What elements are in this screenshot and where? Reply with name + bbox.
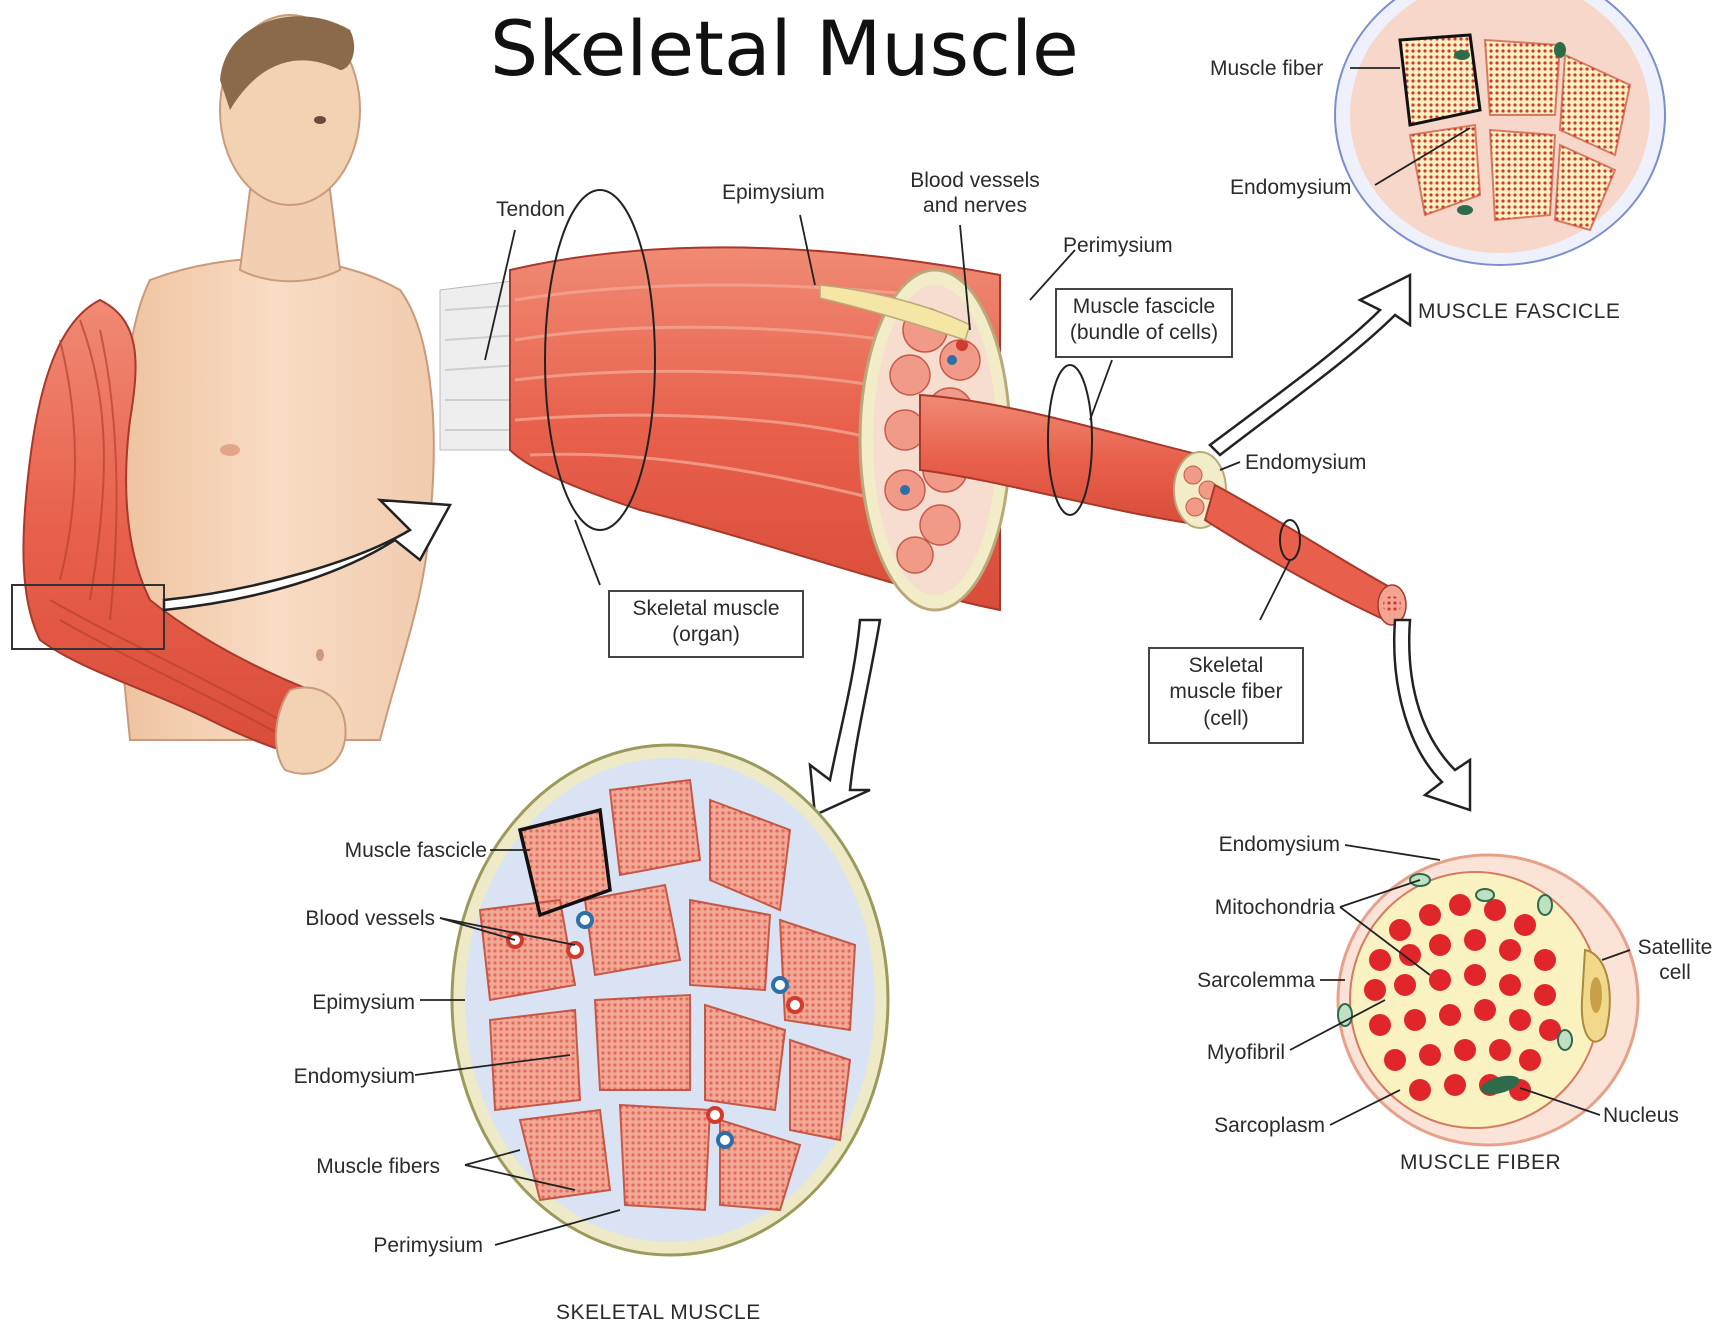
box-muscle-fascicle-line2: (bundle of cells) [1063, 320, 1225, 346]
label-blood-vessels-line1: Blood vessels [900, 168, 1050, 193]
label-mf-satellite-cell: Satellite cell [1630, 935, 1720, 985]
arrow-to-cross-section [810, 620, 880, 815]
arrow-to-fascicle [1210, 275, 1410, 455]
label-cs-perimysium: Perimysium [300, 1233, 483, 1258]
muscle-fiber-section [1338, 855, 1638, 1145]
caption-muscle-fiber: MUSCLE FIBER [1400, 1151, 1561, 1175]
label-tendon: Tendon [496, 197, 565, 222]
label-mf-sarcoplasm: Sarcoplasm [1140, 1113, 1325, 1138]
label-mf-endomysium: Endomysium [1140, 832, 1340, 857]
label-cs-endomysium: Endomysium [240, 1064, 415, 1089]
label-cs-epimysium: Epimysium [240, 990, 415, 1015]
label-blood-vessels-nerves: Blood vessels and nerves [900, 168, 1050, 218]
caption-muscle-fascicle: MUSCLE FASCICLE [1418, 300, 1620, 324]
muscle-fascicle-section [1335, 0, 1665, 265]
label-satellite-line1: Satellite [1630, 935, 1720, 960]
label-satellite-line2: cell [1630, 960, 1720, 985]
arrow-to-muscle-fiber [1394, 620, 1470, 810]
skeletal-muscle-section [452, 745, 888, 1255]
label-mf-nucleus: Nucleus [1603, 1103, 1679, 1128]
label-endomysium-mid: Endomysium [1245, 450, 1366, 475]
label-cs-muscle-fibers: Muscle fibers [240, 1154, 440, 1179]
human-figure [12, 15, 434, 774]
label-epimysium-top: Epimysium [722, 180, 825, 205]
page-title: Skeletal Muscle [490, 4, 1079, 93]
box-fiber-line1: Skeletal [1156, 653, 1296, 679]
box-fiber-line3: (cell) [1156, 706, 1296, 732]
caption-skeletal-muscle: SKELETAL MUSCLE [556, 1301, 761, 1325]
label-perimysium-top: Perimysium [1063, 233, 1173, 258]
label-muscle-fiber-top: Muscle fiber [1210, 56, 1323, 81]
box-muscle-fascicle: Muscle fascicle (bundle of cells) [1055, 288, 1233, 358]
label-cs-blood-vessels: Blood vessels [240, 906, 435, 931]
box-muscle-fascicle-line1: Muscle fascicle [1063, 294, 1225, 320]
box-skeletal-muscle-fiber: Skeletal muscle fiber (cell) [1148, 647, 1304, 744]
label-mf-myofibril: Myofibril [1140, 1040, 1285, 1065]
box-skeletal-muscle: Skeletal muscle (organ) [608, 590, 804, 658]
label-mf-sarcolemma: Sarcolemma [1140, 968, 1315, 993]
label-endomysium-top: Endomysium [1230, 175, 1351, 200]
label-cs-muscle-fascicle: Muscle fascicle [262, 838, 487, 863]
label-mf-mitochondria: Mitochondria [1140, 895, 1335, 920]
label-blood-vessels-line2: and nerves [900, 193, 1050, 218]
box-skeletal-muscle-line1: Skeletal muscle [616, 596, 796, 622]
box-fiber-line2: muscle fiber [1156, 679, 1296, 705]
box-skeletal-muscle-line2: (organ) [616, 622, 796, 648]
